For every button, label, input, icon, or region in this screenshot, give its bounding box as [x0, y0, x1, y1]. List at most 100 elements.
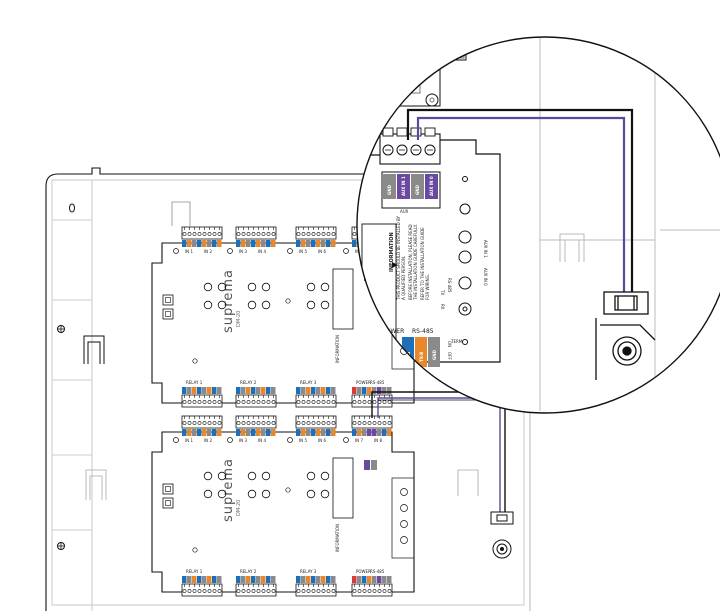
led-icon	[343, 437, 349, 443]
info-line: REFER TO THE INSTALLATION GUIDE	[420, 227, 425, 300]
led-icon	[173, 437, 179, 443]
terminal-color-tag	[241, 429, 246, 436]
info-line: FOR WIRING.	[425, 274, 430, 300]
terminal-color-tag	[251, 387, 256, 394]
terminal-block	[295, 394, 337, 408]
terminal-screw-icon	[192, 589, 197, 593]
terminal-color-tag	[372, 387, 377, 394]
aux-label: AUX IN 1	[483, 240, 488, 258]
terminal-block	[295, 415, 337, 429]
terminal-block	[181, 583, 223, 597]
terminal-color-tag	[372, 576, 377, 583]
terminal-screw-icon	[311, 400, 316, 404]
led-icon	[227, 248, 233, 254]
terminal-screw-icon	[316, 421, 321, 425]
terminal-color-tag	[367, 387, 372, 394]
terminal-color-tag	[192, 576, 197, 583]
terminal-screw-icon	[251, 421, 256, 425]
terminal-color-tag	[316, 576, 321, 583]
terminal-color-tag	[352, 240, 357, 247]
terminal-color-tag	[326, 240, 331, 247]
terminal-block	[235, 226, 277, 240]
terminal-color-tag	[316, 387, 321, 394]
jumper-switch-knob	[165, 311, 171, 317]
terminal-color-tag	[382, 387, 387, 394]
terminal-color-tag	[331, 429, 336, 436]
terminal-screw-icon	[296, 589, 301, 593]
input-label: IN 1	[185, 249, 193, 254]
tx-label: TX	[440, 289, 445, 295]
aux-tag	[371, 460, 377, 470]
terminal-screw-icon	[316, 400, 321, 404]
terminal-screw-icon	[261, 421, 266, 425]
terminal-color-tag	[266, 576, 271, 583]
terminal-color-tag	[331, 576, 336, 583]
terminal-screw-icon	[187, 400, 192, 404]
power-label: POWER	[382, 328, 404, 335]
terminal-screw-icon	[352, 400, 357, 404]
terminal-screw-icon	[357, 589, 362, 593]
input-label: IN 1	[185, 438, 193, 443]
terminal-screw-icon	[182, 589, 187, 593]
led-icon	[261, 489, 271, 499]
led-icon	[203, 282, 213, 292]
terminal-color-tag	[387, 576, 392, 583]
connector-label: AUX	[400, 209, 409, 214]
screw-icon	[192, 547, 198, 553]
terminal-block	[351, 583, 393, 597]
input-label: IN 3	[239, 249, 247, 254]
terminal-color-tag	[256, 387, 261, 394]
terminal-color-tag	[187, 240, 192, 247]
terminal-screw-icon	[197, 421, 202, 425]
terminal-color-tag	[326, 576, 331, 583]
terminal-color-tag	[261, 387, 266, 394]
terminal-screw-icon	[316, 589, 321, 593]
info-title: INFORMATION	[389, 232, 395, 272]
terminal-color-tag	[246, 576, 251, 583]
pin-label: GND	[387, 184, 392, 195]
led-icon	[306, 471, 316, 481]
terminal-screw-icon	[256, 589, 261, 593]
pin-label: AUX IN 1	[401, 176, 406, 196]
led-icon	[203, 471, 213, 481]
pin-label: AUX IN 0	[429, 176, 434, 196]
terminal-color-tag	[362, 429, 367, 436]
terminal-screw-icon	[382, 589, 387, 593]
terminal-color-tag	[207, 576, 212, 583]
terminal-screw-icon	[362, 589, 367, 593]
terminal-screw-icon	[306, 421, 311, 425]
aux-connector: GND AUX IN 1 GND AUX IN 0 AUX	[381, 171, 441, 214]
info-label: INFORMATION	[335, 335, 340, 363]
terminal-color-tag	[367, 429, 372, 436]
terminal-color-tag	[241, 240, 246, 247]
terminal-color-tag	[256, 576, 261, 583]
terminal-color-tag	[367, 576, 372, 583]
terminal-color-tag	[357, 576, 362, 583]
terminal-color-tag	[217, 429, 222, 436]
terminal-screw-icon	[367, 421, 372, 425]
led-icon	[261, 282, 271, 292]
terminal-screw-icon	[266, 421, 271, 425]
terminal-color-tag	[301, 429, 306, 436]
terminal-screw-icon	[331, 421, 336, 425]
terminal-screw-icon	[266, 232, 271, 236]
input-label: IN 5	[299, 249, 307, 254]
terminal-color-tag	[311, 240, 316, 247]
led-icon	[320, 489, 330, 499]
relay-label: RELAY 3	[300, 569, 317, 574]
on-label: ON	[447, 341, 452, 347]
terminal-screw-icon	[301, 421, 306, 425]
jumper-switch-knob	[165, 500, 171, 506]
terminal-screw-icon	[296, 421, 301, 425]
terminal-screw-icon	[202, 421, 207, 425]
information-panel: INFORMATION THIS PRODUCT SHOULD BE INSTA…	[389, 216, 430, 301]
terminal-color-tag	[326, 429, 331, 436]
terminal-screw-icon	[372, 589, 377, 593]
terminal-screw-icon	[251, 232, 256, 236]
terminal-block	[181, 394, 223, 408]
terminal-color-tag	[362, 576, 367, 583]
terminal-color-tag	[202, 576, 207, 583]
terminal-screw-icon	[197, 589, 202, 593]
